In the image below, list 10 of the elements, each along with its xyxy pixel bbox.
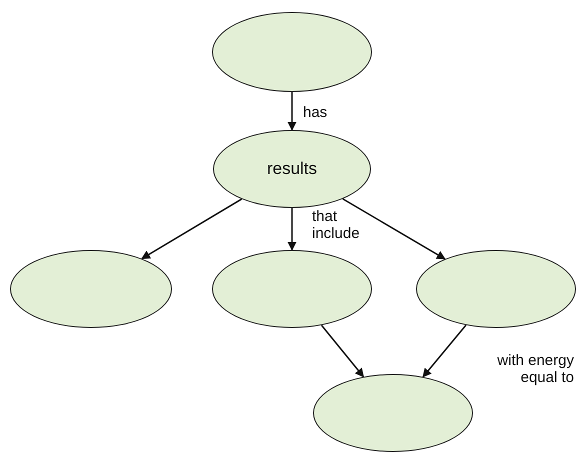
edge-label: with energy equal to [496,352,574,386]
arrow [342,198,446,260]
arrow [288,208,296,251]
edge-label: that include [312,208,361,242]
arrow [288,92,296,131]
node-label: results [266,159,318,179]
arrow [320,324,364,378]
arrow [422,324,467,378]
edge-label: has [303,104,328,121]
arrow [141,198,242,260]
